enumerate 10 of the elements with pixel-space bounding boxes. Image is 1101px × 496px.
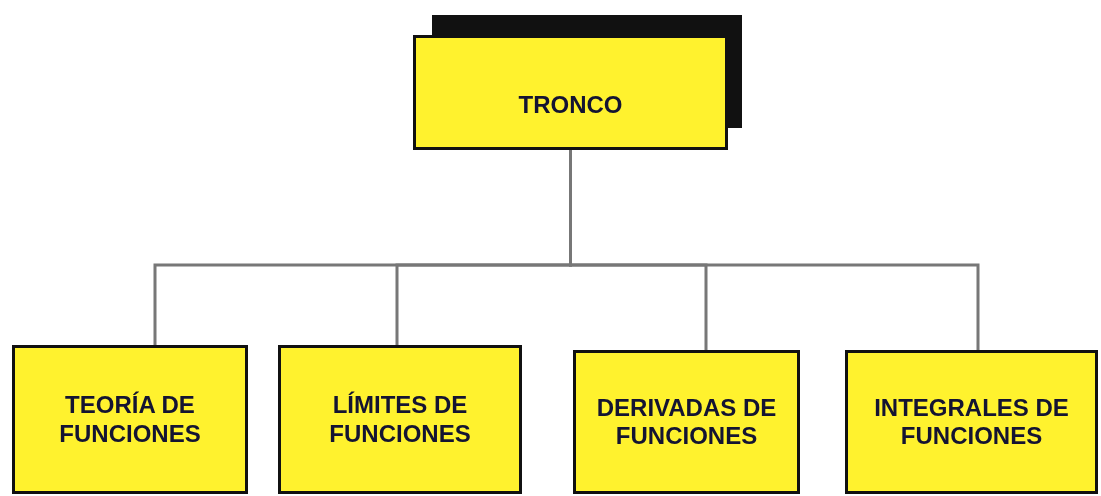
box-label: TEORÍA DE FUNCIONES bbox=[58, 391, 202, 448]
box-label: INTEGRALES DE FUNCIONES bbox=[873, 393, 1070, 451]
box-label: LÍMITES DE FUNCIONES bbox=[328, 391, 472, 448]
concept-box bbox=[573, 350, 800, 494]
concept-box bbox=[278, 345, 522, 494]
concept-box bbox=[413, 35, 728, 150]
box-label: DERIVADAS DE FUNCIONES bbox=[595, 393, 778, 451]
box-label: TRONCO bbox=[518, 90, 623, 119]
concept-box bbox=[845, 350, 1098, 494]
concept-box bbox=[12, 345, 248, 494]
